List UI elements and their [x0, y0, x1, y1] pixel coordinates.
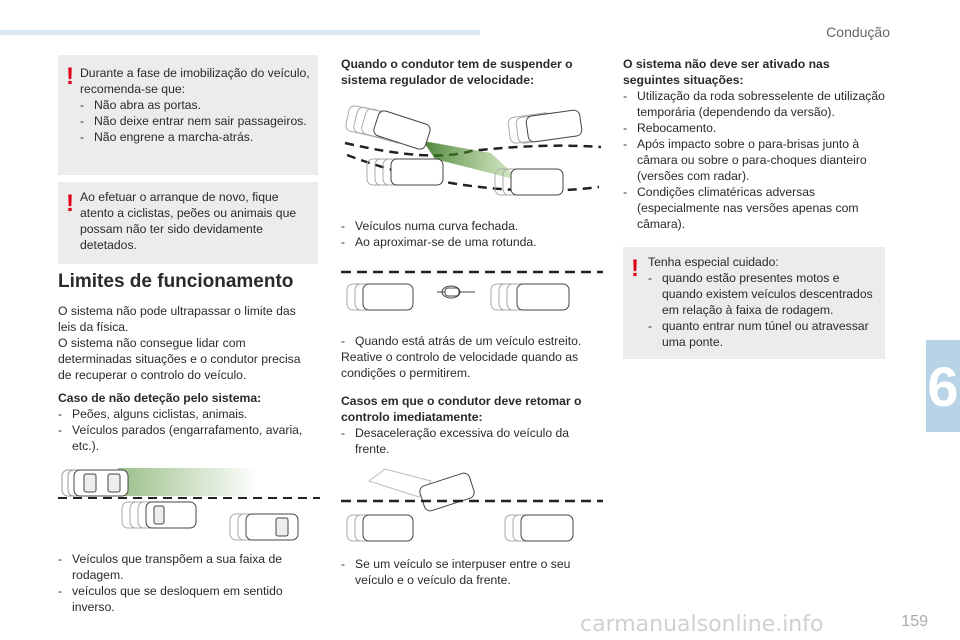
- list-item: -Veículos parados (engarrafamento, avari…: [58, 423, 303, 453]
- warning-box-restart: ! Ao efetuar o arranque de novo, fique a…: [58, 182, 318, 264]
- section-heading: Limites de funcionamento: [58, 271, 294, 292]
- illustration-cut-in: [341, 468, 603, 542]
- warning-icon: !: [66, 190, 74, 217]
- warning-text: Ao efetuar o arranque de novo, fique ate…: [80, 190, 297, 252]
- subheading: O sistema não deve ser ativado nas segui…: [623, 57, 830, 87]
- warning-intro: Durante a fase de imobilização do veícul…: [80, 66, 310, 96]
- header-accent-bar: [0, 30, 480, 35]
- warning-icon: !: [631, 255, 639, 282]
- list-item: -Desaceleração excessiva do veículo da f…: [341, 426, 570, 456]
- paragraph: Reative o controlo de velocidade quando …: [341, 350, 579, 380]
- subheading: Casos em que o condutor deve retomar o c…: [341, 394, 582, 424]
- list-item: -Quando está atrás de um veículo estreit…: [341, 334, 582, 348]
- list-item: -Se um veículo se interpuser entre o seu…: [341, 557, 571, 587]
- list-item: -Condições climatéricas adversas (especi…: [623, 185, 859, 231]
- list-item: -Não engrene a marcha-atrás.: [80, 130, 254, 144]
- list-item: -Utilização da roda sobresselente de uti…: [623, 89, 885, 119]
- list-item: -Não deixe entrar nem sair passageiros.: [80, 114, 307, 128]
- illustration-cut-across: [58, 468, 320, 541]
- warning-box-immobilization: ! Durante a fase de imobilização do veíc…: [58, 55, 318, 175]
- list-item: -quando estão presentes motos e quando e…: [648, 271, 873, 317]
- list-item: -Ao aproximar-se de uma rotunda.: [341, 235, 537, 249]
- list-item: -quanto entrar num túnel ou atravessar u…: [648, 319, 869, 349]
- list-item: -Veículos que transpõem a sua faixa de r…: [58, 552, 283, 582]
- warning-icon: !: [66, 63, 74, 90]
- warning-box-care: ! Tenha especial cuidado: -quando estão …: [623, 247, 885, 359]
- list-item: -Veículos numa curva fechada.: [341, 219, 519, 233]
- illustration-sharp-curve: [344, 105, 602, 196]
- subheading: Quando o condutor tem de suspender o sis…: [341, 57, 573, 87]
- list-item: -Após impacto sobre o para-brisas junto …: [623, 137, 867, 183]
- chapter-tab: 6: [926, 340, 960, 432]
- list-item: -Rebocamento.: [623, 121, 717, 135]
- paragraph: O sistema não pode ultrapassar o limite …: [58, 304, 296, 334]
- list-item: -Não abra as portas.: [80, 98, 202, 112]
- section-title: Condução: [826, 24, 890, 40]
- warning-intro: Tenha especial cuidado:: [648, 255, 779, 269]
- list-item: -Peões, alguns ciclistas, animais.: [58, 407, 248, 421]
- illustration-narrow-vehicle: [341, 270, 603, 311]
- chapter-number: 6: [927, 355, 959, 418]
- watermark: carmanualsonline.info: [580, 612, 824, 637]
- list-item: -veículos que se desloquem em sentido in…: [58, 584, 283, 614]
- subheading: Caso de não deteção pelo sistema:: [58, 391, 262, 405]
- paragraph: O sistema não consegue lidar com determi…: [58, 336, 301, 382]
- page-number: 159: [901, 613, 928, 630]
